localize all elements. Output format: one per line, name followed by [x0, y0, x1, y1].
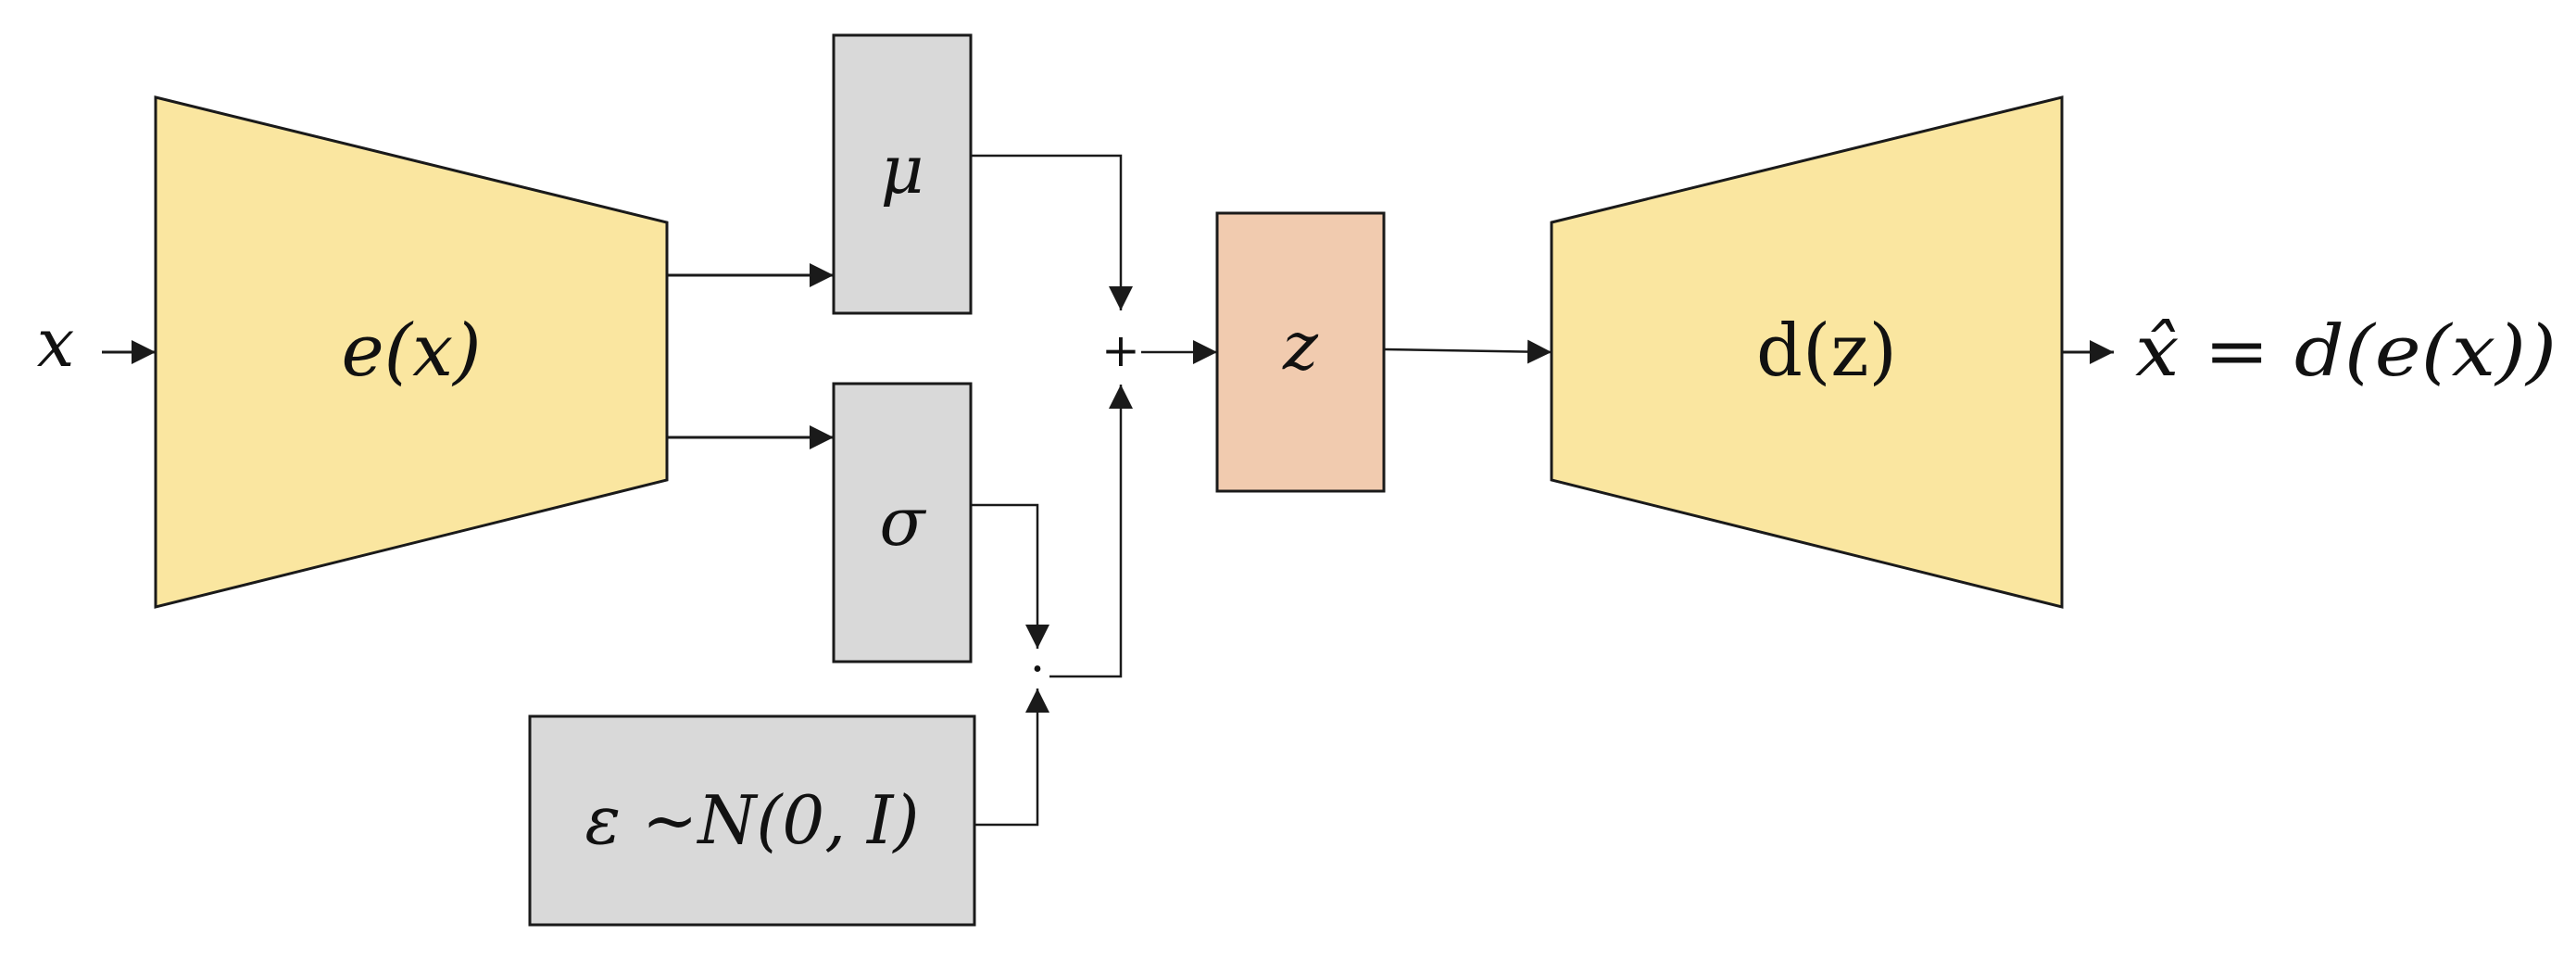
latent-to-decoder-arrow: [1383, 339, 1552, 364]
sigma-box: [832, 382, 973, 663]
encoder-block: [154, 95, 669, 609]
mu-to-plus-connector: [971, 154, 1133, 310]
mu-label: μ: [881, 131, 924, 208]
noise-box: [528, 714, 976, 927]
plus-operator: +: [1101, 323, 1140, 377]
input-label: x: [37, 304, 75, 382]
sigma-label: σ: [879, 483, 926, 561]
latent-box: [1215, 211, 1386, 493]
latent-label: z: [1282, 307, 1319, 385]
encoder-label: e(x): [341, 310, 481, 393]
mu-box: [832, 33, 973, 315]
noise-to-multiply-connector: [974, 689, 1049, 827]
output-label: x̂ = d(e(x)): [2135, 310, 2557, 392]
decoder-block: [1550, 95, 2064, 609]
sigma-to-multiply-connector: [971, 503, 1049, 649]
decoder-label: d(z): [1756, 310, 1897, 393]
multiply-to-plus-connector: [1049, 385, 1133, 678]
multiply-operator: ·: [1030, 642, 1046, 698]
noise-label: ε ~N(0, I): [584, 781, 919, 859]
